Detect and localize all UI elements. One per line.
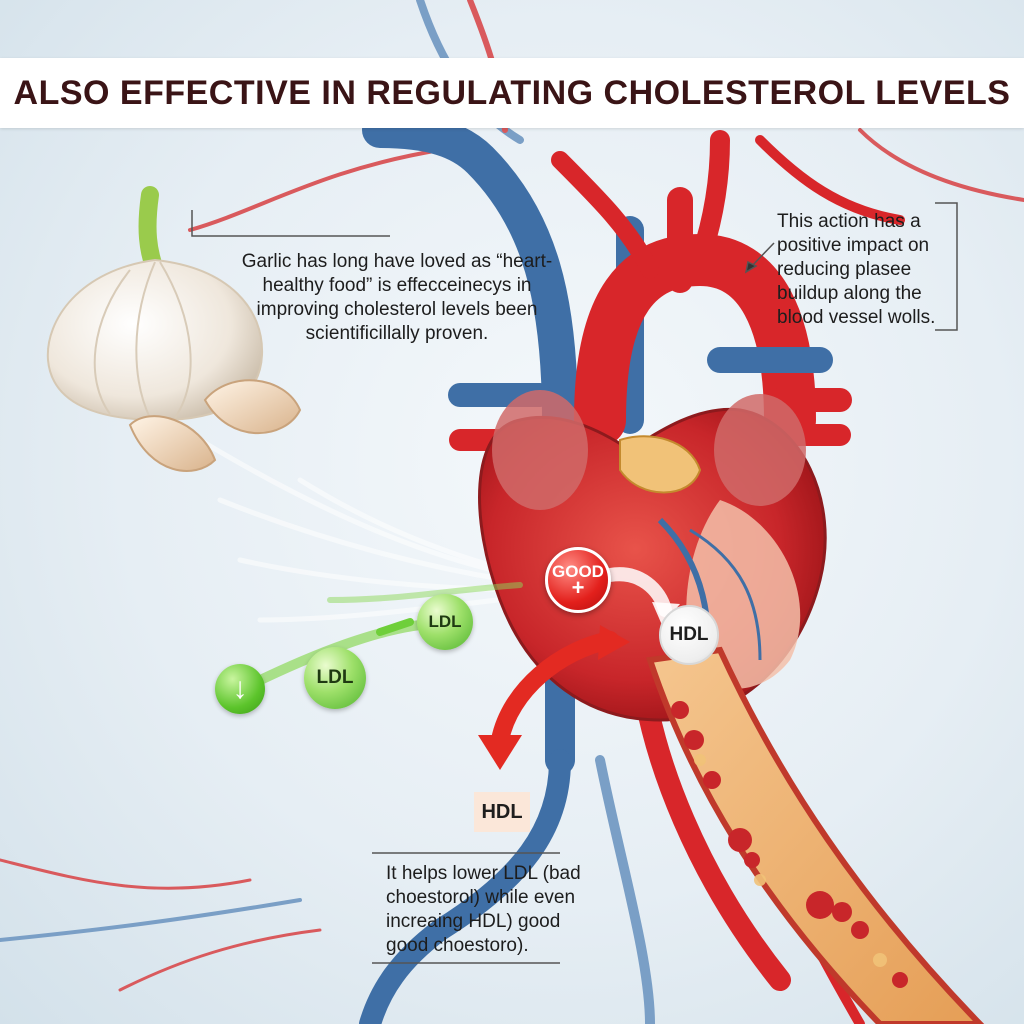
title-banner: ALSO EFFECTIVE IN REGULATING CHOLESTEROL… [0,58,1024,128]
ldl-bubble-2: LDL [417,594,473,650]
callout-lines [191,202,958,964]
down-arrow-icon: ↓ [215,664,265,714]
hdl-bubble: HDL [659,605,719,665]
garlic-bulb [46,186,264,422]
plus-icon: + [571,575,585,600]
good-badge: GOOD + [545,547,611,613]
ldl-bubble-1: LDL [304,647,366,709]
heart-body [478,390,827,722]
good-badge-label: GOOD [552,562,604,581]
callout-ldl-hdl-text: It helps lower LDL (bad choestorol) whil… [386,863,581,956]
hdl-label: HDL [474,792,530,832]
garlic-clove-right [203,379,302,435]
hdl-red-arrow [478,625,630,770]
main-vessels [359,112,905,1024]
page-title: ALSO EFFECTIVE IN REGULATING CHOLESTEROL… [13,73,1011,112]
callout-garlic-text: Garlic has long have loved as “heart-hea… [241,251,553,344]
ldl-flow-arrows [235,582,523,695]
good-to-hdl-arrow [603,567,680,625]
garlic-clove-left [128,415,217,472]
callout-plaque-text: This action has a positive impact on red… [777,211,936,328]
